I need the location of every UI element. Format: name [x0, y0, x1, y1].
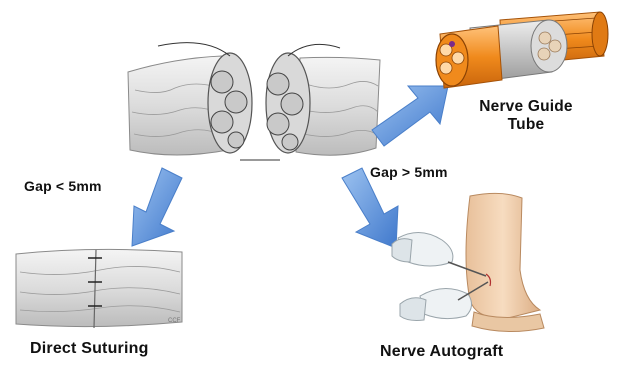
arrow-to-direct-suturing	[132, 168, 182, 246]
nerve-guide-tube-label: Nerve Guide Tube	[472, 98, 580, 134]
arrow-to-nerve-guide-tube	[372, 86, 448, 146]
arrow-to-nerve-autograft	[342, 168, 398, 248]
direct-suturing-illustration: CCF	[16, 249, 182, 328]
gap-greater-than-5mm-label: Gap > 5mm	[370, 164, 448, 180]
gap-less-than-5mm-label: Gap < 5mm	[24, 178, 102, 194]
copyright-mark: CCF	[168, 318, 181, 324]
nerve-guide-label-line2: Tube	[472, 116, 580, 134]
nerve-guide-label-line1: Nerve Guide	[472, 98, 580, 116]
nerve-autograft-label: Nerve Autograft	[380, 343, 503, 361]
nerve-guide-tube-illustration	[436, 12, 608, 88]
nerve-autograft-illustration	[392, 193, 544, 331]
severed-nerve-illustration	[128, 43, 380, 160]
direct-suturing-label: Direct Suturing	[30, 340, 149, 358]
